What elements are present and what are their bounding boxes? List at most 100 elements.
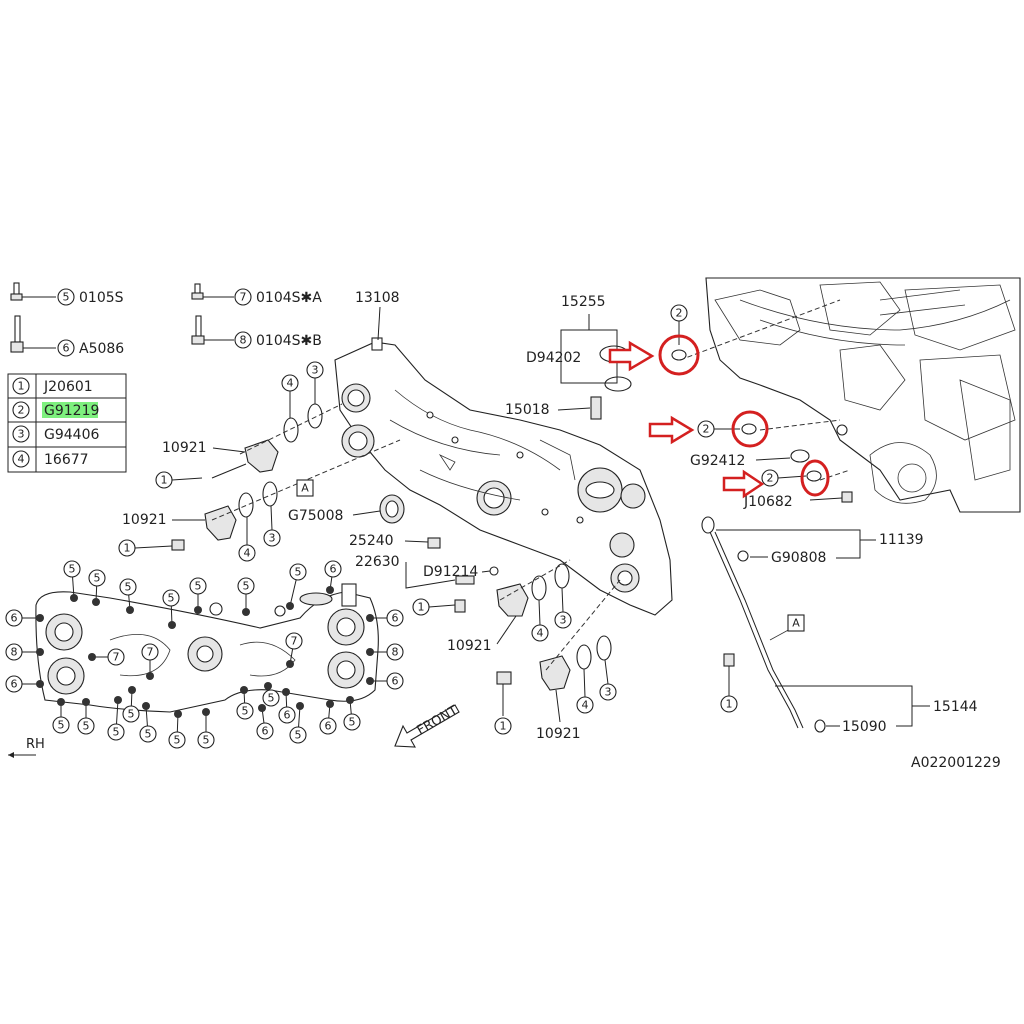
ref-circle: [343, 713, 361, 731]
cam-sensor: [211, 439, 279, 479]
diagram-id: A022001229: [911, 755, 1001, 771]
ref-circle: [289, 563, 307, 581]
ref-circle: [57, 339, 75, 357]
table-code: J20601: [43, 379, 93, 395]
ref-circle: [236, 702, 254, 720]
bolt-icon: [240, 686, 248, 694]
cam-sensor: [204, 505, 237, 541]
ref-circle: [5, 643, 23, 661]
ref-number: 6: [325, 720, 332, 733]
bolt-icon: [191, 283, 234, 300]
table-code-highlighted: G91219: [44, 403, 99, 419]
ref-number: 6: [11, 612, 18, 625]
ref-circle: [319, 717, 337, 735]
ref-number: 6: [63, 342, 70, 355]
ref-number: 6: [392, 675, 399, 688]
part-label-G75008: G75008: [288, 508, 343, 524]
ref-1: 1: [500, 720, 507, 733]
table-ref: 3: [18, 428, 25, 441]
ref-circle: [386, 643, 404, 661]
part-label-22630: 22630: [355, 554, 400, 570]
ref-circle: [234, 331, 252, 349]
highlight-marker: [42, 402, 98, 418]
bolt-icon: [168, 621, 176, 629]
legend-top: 5 0105S 6 A5086 7 0104S✱A 8 0104S✱B: [10, 282, 322, 357]
bolt-icon: [126, 606, 134, 614]
red-arrow-icon: [722, 469, 765, 499]
ref-circle: [197, 731, 215, 749]
part-code: 0105S: [79, 290, 124, 306]
red-highlight-circle: [800, 459, 830, 497]
part-label-D91214: D91214: [423, 564, 478, 580]
ref-number: 6: [392, 612, 399, 625]
bolt-icon: [88, 653, 96, 661]
bolt-icon: [282, 688, 290, 696]
sensor-22630: [455, 566, 499, 585]
bolt-icon: [174, 710, 182, 718]
ref-number: 5: [174, 734, 181, 747]
ref-circle: [278, 706, 296, 724]
bolt-icon: [10, 315, 56, 353]
part-label-10921: 10921: [536, 726, 581, 742]
ref-circle: [256, 722, 274, 740]
bolt-icon: [202, 708, 210, 716]
reference-box-A: [296, 479, 314, 497]
table-code: G94406: [44, 427, 99, 443]
part-label-10921: 10921: [162, 440, 207, 456]
leader-lines: [211, 299, 851, 671]
bolt-icon: [264, 682, 272, 690]
ref-1: 1: [124, 542, 131, 555]
ref-number: 5: [295, 566, 302, 579]
ref-A: A: [792, 617, 800, 630]
oil-seal: [379, 494, 405, 524]
ref-number: 8: [11, 646, 18, 659]
table-ref: 1: [18, 380, 25, 393]
ref-1: 1: [161, 474, 168, 487]
ref-number: 7: [113, 651, 120, 664]
bolt-icon: [194, 606, 202, 614]
ref-circle: [77, 717, 95, 735]
ref-number: 5: [242, 705, 249, 718]
front-label: FRONT: [415, 703, 461, 738]
ref-circle: [122, 705, 140, 723]
bolt-icon: [242, 608, 250, 616]
ref-3: 3: [560, 614, 567, 627]
ref-circle: [386, 672, 404, 690]
ref-number: 5: [69, 563, 76, 576]
ref-number: 5: [168, 592, 175, 605]
ref-number: 5: [58, 719, 65, 732]
legend-table: 1 J20601 2 G91219 3 G94406 4 16677: [7, 373, 127, 473]
part-label-G90808: G90808: [771, 550, 826, 566]
ref-number: 5: [145, 728, 152, 741]
bolt-icon: [326, 700, 334, 708]
ref-circle: [139, 725, 157, 743]
dipstick-drawing: [701, 516, 826, 733]
bolt-icon: [366, 648, 374, 656]
ref-number: 5: [94, 572, 101, 585]
ref-3: 3: [312, 364, 319, 377]
bolt-icon: [128, 686, 136, 694]
part-label-10921: 10921: [447, 638, 492, 654]
part-label-D94202: D94202: [526, 350, 581, 366]
part-label-10921: 10921: [122, 512, 167, 528]
ref-4: 4: [244, 547, 251, 560]
bolt-icon: [36, 648, 44, 656]
bolt-icon: [258, 704, 266, 712]
part-label-15018: 15018: [505, 402, 550, 418]
ref-4: 4: [582, 699, 589, 712]
ref-number: 8: [392, 646, 399, 659]
ref-circle: [262, 689, 280, 707]
ref-number: 5: [268, 692, 275, 705]
bolt-icon: [146, 672, 154, 680]
ref-circle: [107, 723, 125, 741]
ref-number: 5: [243, 580, 250, 593]
ref-circle: [234, 288, 252, 306]
part-code: A5086: [79, 341, 124, 357]
bolt-icon: [366, 614, 374, 622]
ref-circle: [119, 578, 137, 596]
part-label-25240: 25240: [349, 533, 394, 549]
ref-number: 5: [125, 581, 132, 594]
ref-number: 7: [147, 646, 154, 659]
part-label-15255: 15255: [561, 294, 606, 310]
ref-number: 7: [240, 291, 247, 304]
